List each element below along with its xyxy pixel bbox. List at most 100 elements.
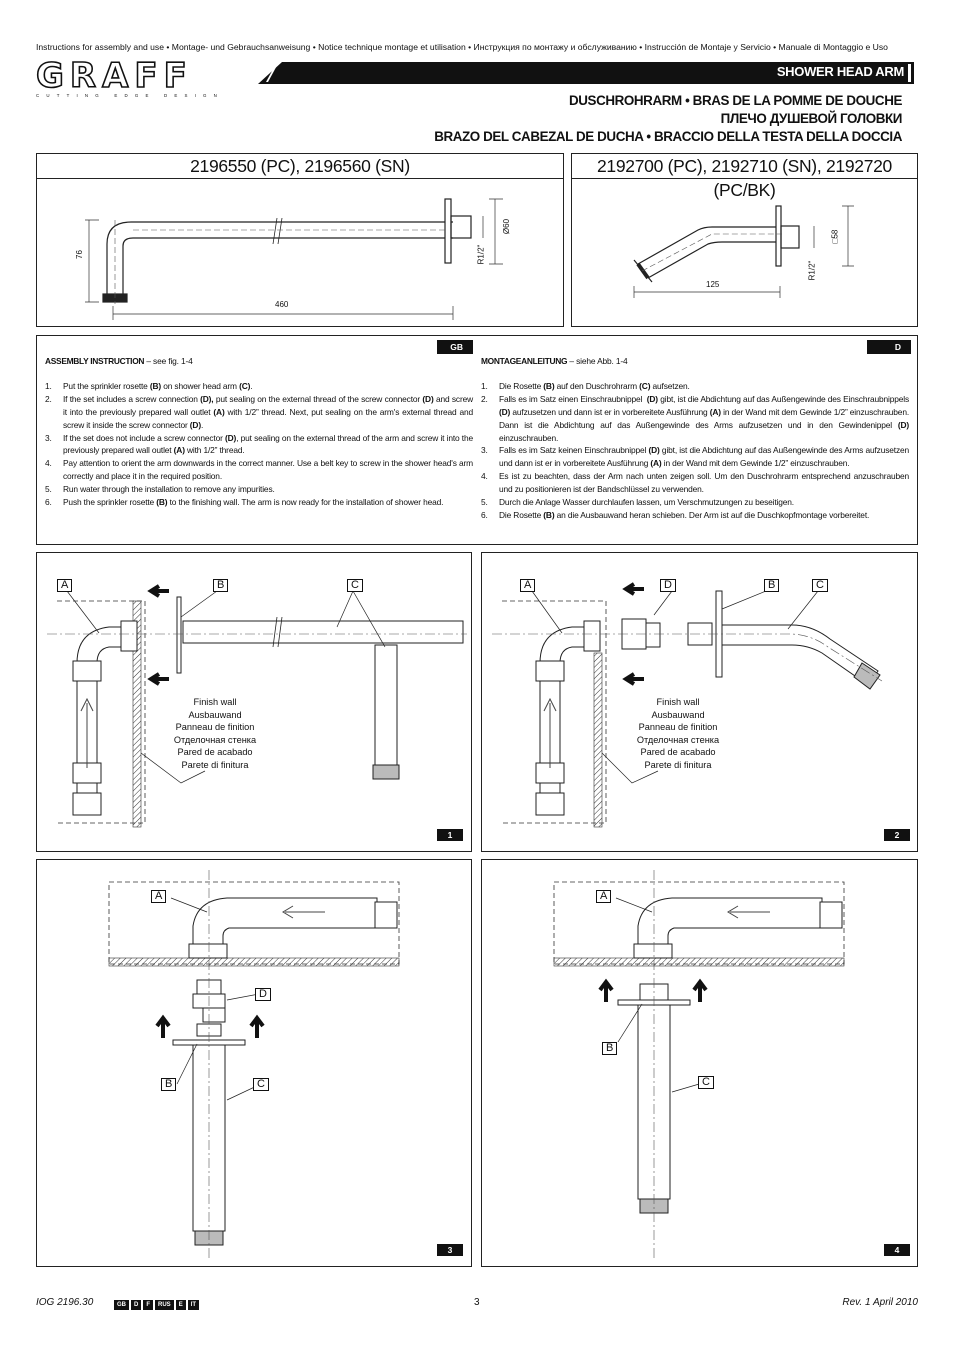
dim-length-left: 460 <box>275 300 289 309</box>
instruction-step: 6. Push the sprinkler rosette (B) to the … <box>45 496 473 509</box>
figure-4: A B C 4 <box>481 859 918 1267</box>
lang-tag-it: IT <box>187 1300 200 1310</box>
title-line-2: ПЛЕЧО ДУШЕВОЙ ГОЛОВКИ <box>720 111 903 126</box>
lang-tag-rus: RUS <box>155 1300 174 1310</box>
instruction-step: 5. Run water through the installation to … <box>45 483 473 496</box>
figure-number-1: 1 <box>437 829 463 841</box>
label-c-fig2: C <box>812 579 828 592</box>
logo-wordmark: GRAFF <box>35 56 193 96</box>
title-line-1: DUSCHROHRARM • BRAS DE LA POMME DE DOUCH… <box>569 93 902 108</box>
graff-logo: GRAFF CUTTING EDGE DESIGN <box>35 56 225 98</box>
lang-tab-gb: GB <box>437 340 473 354</box>
dim-thread-right: R1/2" <box>807 260 817 281</box>
step-text: Die Rosette (B) auf den Duschrohrarm (C)… <box>499 380 690 391</box>
step-number: 5. <box>45 484 52 495</box>
heading-d: MONTAGEANLEITUNG <box>481 356 568 366</box>
instruction-step: 2. If the set includes a screw connection… <box>45 393 473 432</box>
step-text: Durch die Anlage Wasser durchlaufen lass… <box>499 497 794 508</box>
title-line-3: BRAZO DEL CABEZAL DE DUCHA • BRACCIO DEL… <box>434 129 902 144</box>
step-number: 3. <box>45 432 52 443</box>
instruction-step: 3.If the set does not include a screw co… <box>45 432 473 458</box>
instruction-step: 3. Falls es im Satz keinen Einschraubnipp… <box>481 444 909 470</box>
lang-tag-gb: GB <box>114 1300 129 1310</box>
dim-diameter-left: Ø60 <box>502 218 512 235</box>
arm-drawing-left <box>85 198 503 320</box>
dim-square-right: □58 <box>830 229 840 244</box>
step-number: 6. <box>481 509 488 520</box>
figure-number-2: 2 <box>884 829 910 841</box>
step-number: 3. <box>481 445 488 456</box>
finish-wall-en: Finish wall <box>656 697 700 707</box>
footer-doc-id: IOG 2196.30 <box>36 1297 94 1308</box>
label-c-fig4: C <box>698 1076 714 1089</box>
instruction-step: 6. Die Rosette (B) an die Ausbauwand hera… <box>481 509 909 522</box>
page-number: 3 <box>474 1297 480 1308</box>
step-number: 4. <box>481 471 488 482</box>
step-text: Push the sprinkler rosette (B) to the fi… <box>63 497 444 508</box>
instruction-step: 2. Falls es im Satz einen Einschraubnippe… <box>481 393 909 445</box>
instructions-d: MONTAGEANLEITUNG – siehe Abb. 1-4 1.Die … <box>481 355 909 522</box>
step-text: Es ist zu beachten, dass der Arm nach un… <box>499 471 909 495</box>
step-text: Run water through the installation to re… <box>63 484 275 495</box>
finish-wall-fr: Panneau de finition <box>638 722 718 733</box>
step-number: 4. <box>45 458 52 469</box>
figure-3-drawing <box>108 870 400 1258</box>
figure-1-drawing <box>47 584 467 828</box>
lang-tab-d: D <box>867 340 911 354</box>
figure-4-drawing <box>553 870 845 1258</box>
finish-wall-es: Pared de acabado <box>177 747 253 758</box>
banner-title: SHOWER HEAD ARM <box>776 64 904 79</box>
step-text: Falls es im Satz einen Einschraubnippel … <box>499 393 910 443</box>
steps-list-gb: 1. Put the sprinkler rosette (B) on showe… <box>45 380 473 509</box>
dim-thread-left: R1/2" <box>476 244 486 265</box>
finish-wall-note-fig1: Finish wall Ausbauwand Panneau de finiti… <box>155 696 275 772</box>
header-languages-line: Instructions for assembly and use • Mont… <box>36 42 888 52</box>
step-number: 2. <box>45 393 52 404</box>
lang-tag-d: D <box>131 1300 142 1310</box>
label-d-fig3: D <box>255 988 271 1001</box>
step-number: 5. <box>481 497 488 508</box>
label-b-fig1: B <box>213 579 229 592</box>
instruction-step: 4. Pay attention to orient the arm downwa… <box>45 457 473 483</box>
instruction-step: 1. Die Rosette (B) auf den Duschrohrarm (… <box>481 380 909 393</box>
heading-gb: ASSEMBLY INSTRUCTION <box>45 356 145 366</box>
finish-wall-de: Ausbauwand <box>188 709 242 720</box>
model-title-right: 2192700 (PC), 2192710 (SN), 2192720 (PC/… <box>572 154 917 200</box>
dim-height-left: 76 <box>74 250 84 259</box>
finish-wall-note-fig2: Finish wall Ausbauwand Panneau de finiti… <box>618 696 738 772</box>
label-a-fig4: A <box>596 890 612 903</box>
finish-wall-it: Parete di finitura <box>181 759 249 770</box>
figure-1: A B C Finish wall Ausbauwand Panneau de … <box>36 552 472 852</box>
finish-wall-es: Pared de acabado <box>640 747 716 758</box>
finish-wall-de: Ausbauwand <box>651 709 705 720</box>
instructions-box: GB D ASSEMBLY INSTRUCTION – see fig. 1-4… <box>36 335 918 545</box>
label-d-fig2: D <box>660 579 676 592</box>
instruction-step: 5. Durch die Anlage Wasser durchlaufen la… <box>481 496 909 509</box>
label-c-fig3: C <box>253 1078 269 1091</box>
label-a-fig1: A <box>57 579 73 592</box>
model-box-left: 2196550 (PC), 2196560 (SN) 76 460 Ø60 R1… <box>36 153 564 327</box>
finish-wall-ru: Отделочная стенка <box>173 734 257 745</box>
lang-tag-e: E <box>175 1300 186 1310</box>
step-number: 1. <box>481 380 488 391</box>
step-text: If the set includes a screw connection (… <box>63 393 473 430</box>
step-text: Put the sprinkler rosette (B) on shower … <box>63 380 253 391</box>
step-number: 6. <box>45 497 52 508</box>
logo-tagline: CUTTING EDGE DESIGN <box>36 93 225 98</box>
model-title-left: 2196550 (PC), 2196560 (SN) <box>37 154 563 179</box>
step-text: Die Rosette (B) an die Ausbauwand heran … <box>499 509 870 520</box>
instruction-step: 4. Es ist zu beachten, dass der Arm nach … <box>481 470 909 496</box>
step-text: Pay attention to orient the arm downward… <box>63 458 473 482</box>
step-number: 1. <box>45 380 52 391</box>
label-a-fig3: A <box>151 890 167 903</box>
figure-number-4: 4 <box>884 1244 910 1256</box>
lang-tag-f: F <box>143 1300 154 1310</box>
instructions-gb: ASSEMBLY INSTRUCTION – see fig. 1-4 1.Pu… <box>45 355 473 509</box>
step-number: 2. <box>481 393 488 404</box>
figure-2: A D B C Finish wall Ausbauwand Panneau d… <box>481 552 918 852</box>
finish-wall-en: Finish wall <box>193 697 237 707</box>
product-titles: DUSCHROHRARM • BRAS DE LA POMME DE DOUCH… <box>434 92 902 146</box>
label-c-fig1: C <box>347 579 363 592</box>
finish-wall-ru: Отделочная стенка <box>636 734 720 745</box>
step-text: Falls es im Satz keinen Einschraubnippel… <box>499 445 909 469</box>
